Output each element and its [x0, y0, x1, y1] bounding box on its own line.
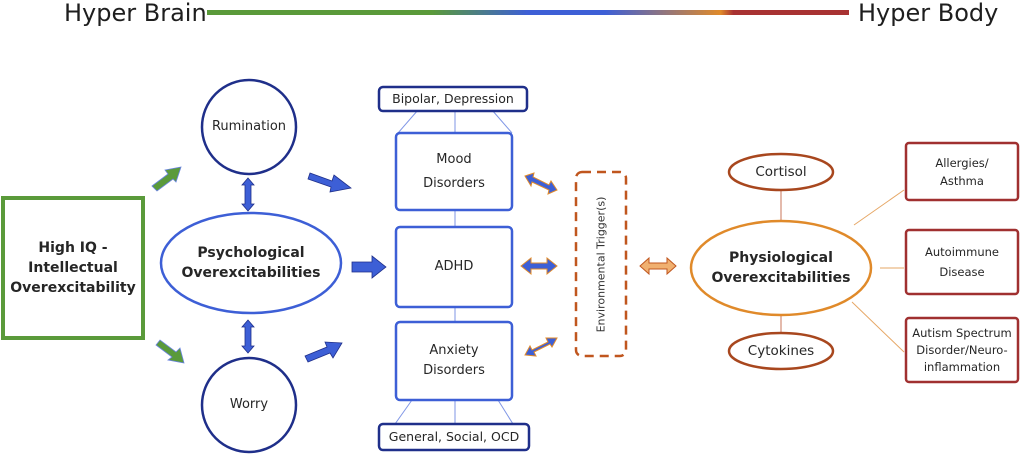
autoimmune-disease-box	[904, 228, 1020, 296]
double-arrow-icon-psych-worry	[241, 319, 255, 354]
rumination-node	[200, 78, 298, 176]
double-arrow-icon-mood-trigger	[524, 172, 558, 195]
psychological-overexcitabilities-label: Psychological Overexcitabilities	[181, 245, 321, 281]
general-social-ocd-box	[377, 422, 531, 452]
high-iq-label: High IQ - Intellectual Overexcitability	[10, 240, 136, 296]
cortisol-node	[727, 152, 835, 192]
environmental-trigger-box	[574, 170, 628, 358]
rumination-label: Rumination	[211, 119, 287, 134]
allergies-asthma-box	[904, 141, 1020, 202]
arrow-icon-iq-to-rumination	[151, 166, 182, 192]
bipolar-depression-box	[377, 85, 529, 113]
physio-connectors	[851, 189, 905, 353]
hyper-body-label: Hyper Body	[858, 0, 999, 27]
autism-spectrum-label: Autism Spectrum Disorder/Neuro- inflamma…	[912, 325, 1012, 374]
allergies-asthma-label: Allergies/ Asthma	[935, 155, 989, 188]
spectrum-bar	[207, 10, 849, 15]
anxiety-disorders-box	[394, 320, 514, 402]
worry-label: Worry	[229, 397, 269, 412]
double-arrow-icon-trigger-physio	[639, 256, 677, 276]
hyper-brain-label: Hyper Brain	[64, 0, 207, 27]
adhd-label: ADHD	[434, 259, 474, 274]
double-arrow-icon-adhd-trigger	[520, 256, 558, 276]
worry-node	[200, 356, 298, 454]
environmental-trigger-label: Environmental Trigger(s)	[594, 196, 608, 332]
physiological-overexcitabilities-node	[689, 219, 873, 317]
cortisol-label: Cortisol	[755, 164, 807, 180]
double-arrow-icon-rumination-psych	[241, 177, 255, 212]
general-social-ocd-label: General, Social, OCD	[388, 429, 520, 444]
bipolar-depression-label: Bipolar, Depression	[392, 91, 514, 106]
disorder-connectors	[394, 109, 514, 425]
cytokines-label: Cytokines	[747, 343, 815, 359]
high-iq-box	[1, 196, 145, 340]
arrow-icon-rumination-to-mood	[307, 172, 352, 193]
adhd-box	[394, 225, 514, 309]
mood-disorders-box	[394, 131, 514, 212]
arrow-icon-worry-to-anxiety	[304, 341, 343, 363]
anxiety-disorders-label: Anxiety Disorders	[423, 343, 485, 378]
arrow-icon-psych-to-adhd	[351, 255, 387, 279]
arrow-icon-iq-to-worry	[155, 339, 185, 364]
autoimmune-disease-label: Autoimmune Disease	[925, 245, 999, 279]
mood-disorders-label: Mood Disorders	[423, 151, 485, 191]
autism-spectrum-box	[904, 316, 1020, 384]
double-arrow-icon-anxiety-trigger	[524, 337, 558, 357]
psychological-overexcitabilities-node	[159, 211, 343, 315]
physiological-overexcitabilities-label: Physiological Overexcitabilities	[711, 250, 851, 286]
cytokines-node	[727, 331, 835, 371]
